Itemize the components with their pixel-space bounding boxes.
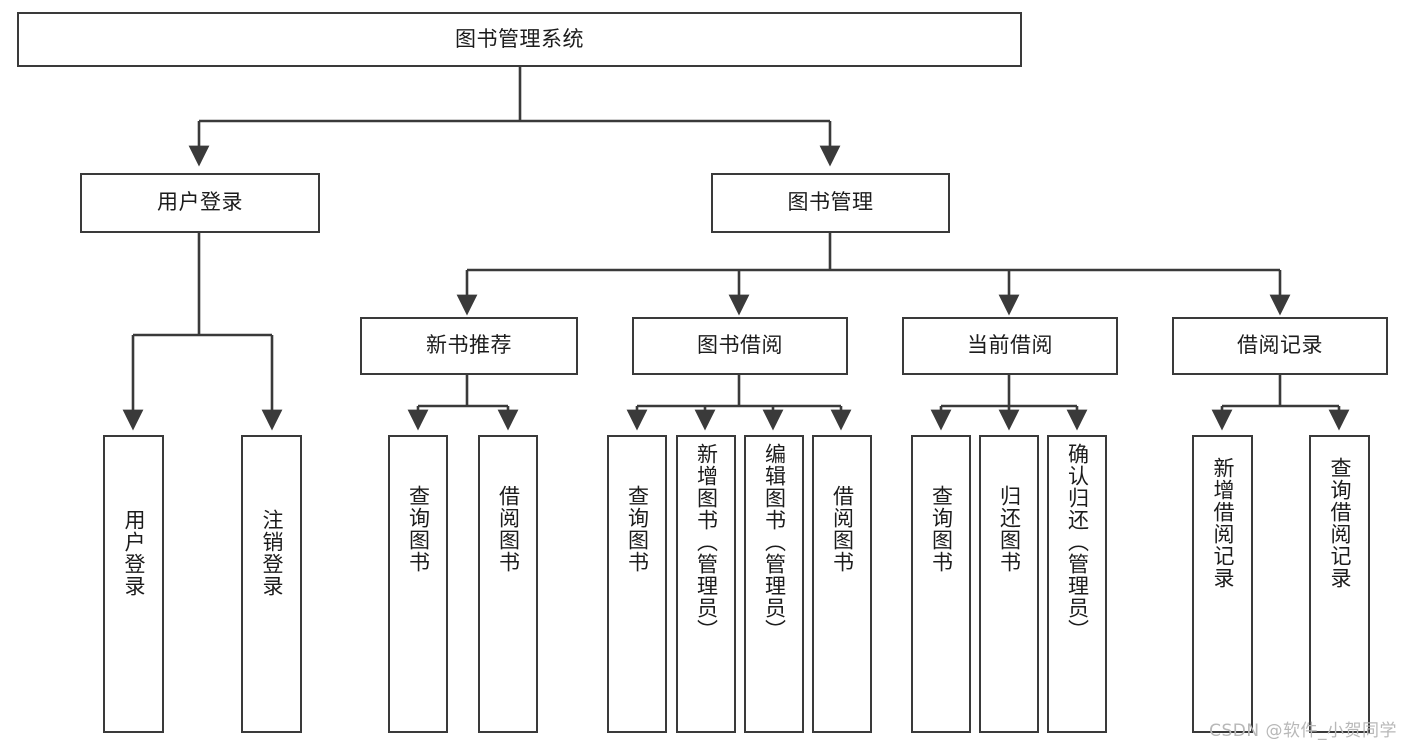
leaf-borrow-edit-book-admin[interactable]: 编辑图书（管理员） (744, 435, 804, 733)
leaf-user-login-login[interactable]: 用户登录 (103, 435, 164, 733)
node-label: 图书借阅 (697, 333, 783, 358)
leaf-current-query-book[interactable]: 查询图书 (911, 435, 971, 733)
node-current-borrow[interactable]: 当前借阅 (902, 317, 1118, 375)
leaf-user-login-logout[interactable]: 注销登录 (241, 435, 302, 733)
node-label: 用户登录 (157, 190, 243, 215)
node-label: 新增借阅记录 (1210, 457, 1235, 589)
csdn-watermark: CSDN @软件_小贺同学 (1209, 721, 1397, 741)
leaf-record-add-record[interactable]: 新增借阅记录 (1192, 435, 1253, 733)
node-label: 用户登录 (121, 509, 146, 597)
node-label: 确认归还（管理员） (1065, 443, 1090, 641)
node-label: 归还图书 (997, 485, 1022, 573)
node-new-book-recommend[interactable]: 新书推荐 (360, 317, 578, 375)
node-label: 借阅图书 (496, 485, 521, 573)
node-label: 图书管理 (787, 190, 874, 215)
leaf-borrow-borrow-book[interactable]: 借阅图书 (812, 435, 872, 733)
node-label: 编辑图书（管理员） (762, 443, 787, 641)
leaf-new-book-borrow[interactable]: 借阅图书 (478, 435, 538, 733)
leaf-record-query-record[interactable]: 查询借阅记录 (1309, 435, 1370, 733)
node-label: 查询图书 (929, 485, 954, 573)
node-label: 查询图书 (406, 485, 431, 573)
leaf-current-confirm-return-admin[interactable]: 确认归还（管理员） (1047, 435, 1107, 733)
node-book-management[interactable]: 图书管理 (711, 173, 950, 233)
node-label: 借阅记录 (1237, 333, 1323, 358)
leaf-new-book-query[interactable]: 查询图书 (388, 435, 448, 733)
node-user-login[interactable]: 用户登录 (80, 173, 320, 233)
node-borrow-record[interactable]: 借阅记录 (1172, 317, 1388, 375)
node-book-borrow[interactable]: 图书借阅 (632, 317, 848, 375)
node-label: 新书推荐 (426, 333, 512, 358)
node-label: 新增图书（管理员） (694, 443, 719, 641)
node-label: 借阅图书 (830, 485, 855, 573)
node-label: 查询借阅记录 (1327, 457, 1352, 589)
leaf-borrow-query-book[interactable]: 查询图书 (607, 435, 667, 733)
node-label: 图书管理系统 (455, 26, 584, 51)
leaf-current-return-book[interactable]: 归还图书 (979, 435, 1039, 733)
node-book-management-system[interactable]: 图书管理系统 (17, 12, 1022, 67)
node-label: 当前借阅 (967, 333, 1053, 358)
node-label: 注销登录 (259, 509, 284, 597)
node-label: 查询图书 (625, 485, 650, 573)
leaf-borrow-add-book-admin[interactable]: 新增图书（管理员） (676, 435, 736, 733)
